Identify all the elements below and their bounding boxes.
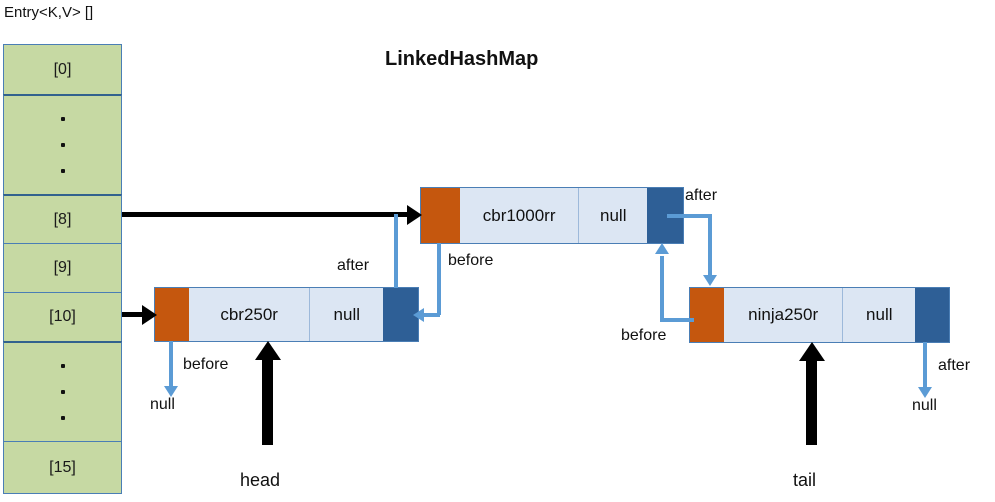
after-link-ninja250r-arrowhead: [918, 387, 932, 398]
dot-glyph: [60, 117, 65, 121]
before-label-ninja250r: before: [621, 327, 667, 344]
entry-value: null: [310, 288, 384, 341]
entry-value: null: [579, 188, 648, 243]
diagram-title: LinkedHashMap: [385, 48, 539, 70]
array-cell-0[interactable]: [0]: [3, 44, 122, 94]
dot-glyph: [60, 169, 65, 173]
bucket-10-link-line: [122, 312, 144, 317]
before-pointer-cell[interactable]: [155, 288, 189, 341]
array-cell-label: [15]: [49, 458, 76, 476]
after-link-cbr1000rr-arrowhead: [703, 275, 717, 286]
array-ellipsis-bottom: [3, 341, 122, 441]
dot-glyph: [60, 390, 65, 394]
array-cell-15[interactable]: [15]: [3, 441, 122, 494]
array-cell-9[interactable]: [9]: [3, 243, 122, 292]
entry-key: cbr1000rr: [459, 188, 580, 243]
dot-glyph: [60, 364, 65, 368]
before-label-cbr250r: before: [183, 356, 229, 373]
array-cell-label: [10]: [49, 308, 76, 325]
before-link-cbr1000rr-hline: [424, 313, 440, 317]
tail-arrow-head: [799, 342, 825, 361]
before-link-ninja250r-arrowhead: [655, 243, 669, 254]
bucket-8-link-line: [122, 212, 409, 217]
array-type-label: Entry<K,V> []: [4, 4, 94, 21]
before-link-cbr1000rr-arrowhead: [413, 308, 424, 322]
before-link-ninja250r-hline: [660, 318, 694, 322]
before-pointer-cell[interactable]: [690, 288, 724, 342]
head-arrow-head: [255, 341, 281, 360]
dot-glyph: [60, 416, 65, 420]
null-target-after-ninja250r: null: [912, 397, 937, 414]
array-cell-8[interactable]: [8]: [3, 194, 122, 243]
after-link-cbr250r-line: [394, 214, 398, 288]
before-link-ninja250r-vline: [660, 256, 664, 320]
after-link-cbr1000rr-vline: [708, 214, 712, 276]
entry-array: [0] [8] [9] [10] [15]: [3, 44, 122, 494]
head-arrow-line: [262, 360, 273, 445]
array-cell-10[interactable]: [10]: [3, 292, 122, 341]
entry-value: null: [843, 288, 916, 342]
after-pointer-cell[interactable]: [915, 288, 950, 342]
after-label-ninja250r: after: [938, 357, 971, 374]
entry-key: cbr250r: [188, 288, 311, 341]
entry-node-cbr250r[interactable]: cbr250r null: [154, 287, 419, 342]
array-cell-label: [0]: [53, 60, 72, 78]
after-label-cbr1000rr: after: [685, 187, 718, 204]
entry-key: ninja250r: [723, 288, 844, 342]
before-link-cbr250r-arrowhead: [164, 386, 178, 397]
after-link-ninja250r-vline: [923, 342, 927, 389]
null-target-before-cbr250r: null: [150, 396, 175, 413]
tail-label: tail: [793, 470, 817, 490]
head-label: head: [240, 470, 281, 490]
tail-arrow-line: [806, 361, 817, 445]
after-link-cbr1000rr-hline: [667, 214, 712, 218]
entry-node-ninja250r[interactable]: ninja250r null: [689, 287, 950, 343]
array-ellipsis-top: [3, 94, 122, 194]
array-cell-label: [9]: [53, 259, 72, 276]
array-cell-label: [8]: [53, 210, 72, 228]
before-link-cbr250r-vline: [169, 341, 173, 388]
after-pointer-cell[interactable]: [383, 288, 418, 341]
bucket-10-link-arrowhead: [142, 305, 157, 325]
dot-glyph: [60, 143, 65, 147]
before-label-cbr1000rr: before: [448, 252, 494, 269]
bucket-8-link-arrowhead: [407, 205, 422, 225]
before-link-cbr1000rr-vline: [437, 243, 441, 315]
after-label-cbr250r: after: [337, 257, 370, 274]
entry-node-cbr1000rr[interactable]: cbr1000rr null: [420, 187, 684, 244]
before-pointer-cell[interactable]: [421, 188, 460, 243]
